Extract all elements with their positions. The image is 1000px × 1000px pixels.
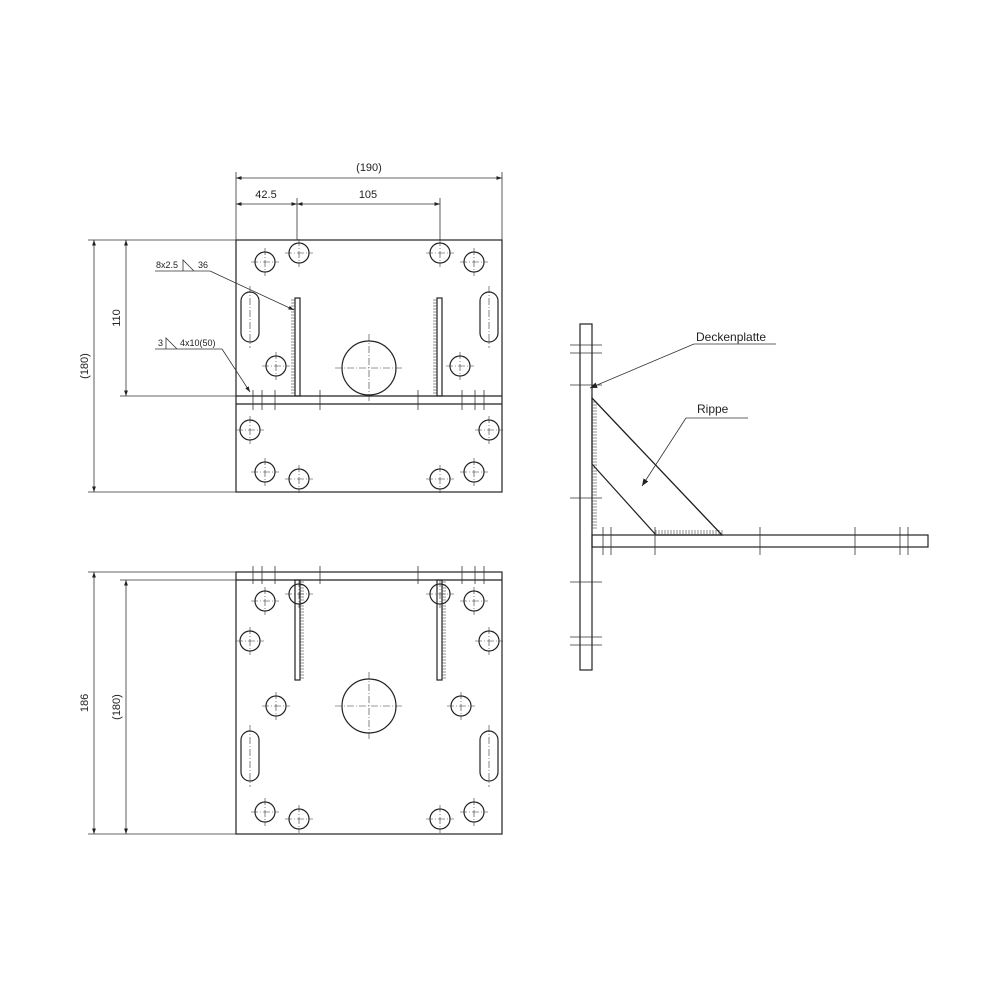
dim-width-label: (190): [356, 162, 382, 174]
dim-bottom-inner-label: (180): [111, 694, 123, 720]
weld-hatch: [291, 299, 295, 394]
top-view: (190) 42.5 105 (180) 110 8x2.5 36: [79, 162, 503, 493]
top-rib-left: [294, 297, 301, 397]
dim-height-label: (180): [79, 353, 91, 379]
weld-hatch: [592, 401, 723, 535]
bottom-view: 186 (180): [79, 566, 503, 835]
weld-upper-length: 36: [198, 260, 208, 270]
dim-left-offset: 42.5 105: [236, 189, 441, 240]
bolt-holes: [236, 580, 503, 833]
dim-bottom-height: 186 (180): [79, 571, 236, 835]
dim-spacing-label: 105: [359, 189, 377, 201]
top-plate-outline: [235, 239, 503, 493]
weld-lower-leader: 4x10(50): [180, 338, 216, 348]
rib-label: Rippe: [697, 402, 729, 416]
ceiling-plate-hole-centers: [570, 344, 602, 646]
label-ceiling-plate: Deckenplatte: [589, 330, 776, 389]
bottom-plate-outline: [235, 571, 503, 835]
dim-upper-label: 110: [111, 309, 123, 327]
weld-lower-size: 3: [158, 338, 163, 348]
horizontal-plate-hole-centers: [602, 527, 909, 555]
top-rib-right: [436, 297, 443, 397]
bolt-holes: [236, 239, 503, 493]
weld-symbol-upper: 8x2.5 36: [155, 259, 295, 311]
top-rib-plate-centers: [252, 390, 485, 410]
bottom-rib-right: [436, 579, 443, 681]
weld-hatch: [300, 581, 304, 679]
dim-height-total: (180) 110: [79, 239, 236, 493]
label-rib: Rippe: [641, 402, 748, 487]
dim-bottom-outer-label: 186: [79, 694, 91, 712]
side-view: Deckenplatte Rippe: [570, 323, 929, 671]
ceiling-plate: [579, 323, 593, 671]
weld-hatch: [442, 581, 446, 679]
dim-offset-label: 42.5: [255, 189, 276, 201]
weld-symbol-lower: 3 4x10(50): [155, 337, 251, 393]
ceiling-plate-label: Deckenplatte: [696, 330, 766, 344]
dim-width: (190): [235, 162, 503, 240]
bottom-rib-plate-centers: [252, 566, 485, 584]
weld-upper-size: 8x2.5: [156, 260, 178, 270]
weld-hatch: [433, 299, 437, 394]
